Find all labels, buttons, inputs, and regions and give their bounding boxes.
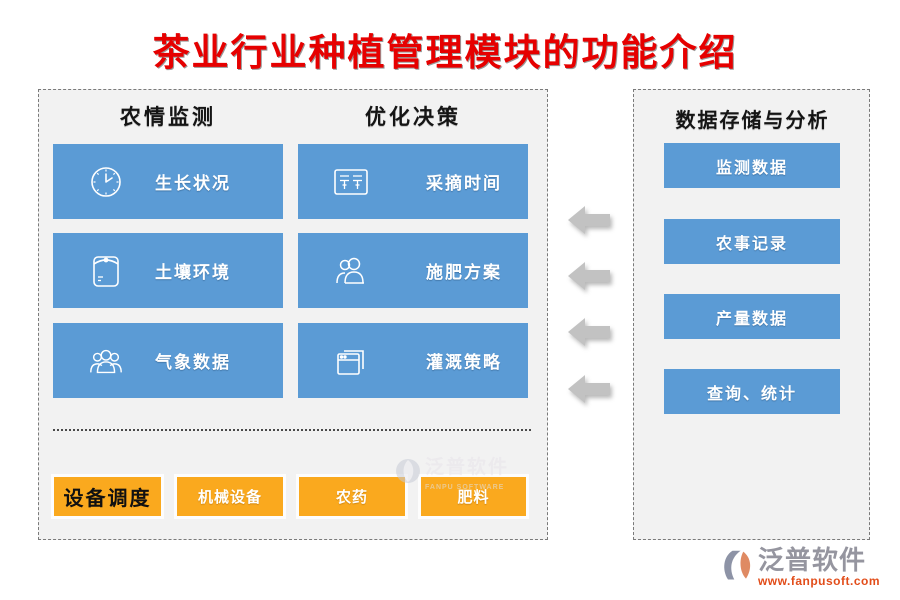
button-fertilizer[interactable]: 肥料 [418, 474, 529, 519]
button-farming-records[interactable]: 农事记录 [664, 219, 840, 264]
module-soil-environment[interactable]: 土壤环境 [53, 233, 283, 308]
button-query-statistics[interactable]: 查询、统计 [664, 369, 840, 414]
column-header-monitoring: 农情监测 [120, 105, 216, 129]
panel-header-data-storage: 数据存储与分析 [675, 110, 830, 132]
button-monitoring-data[interactable]: 监测数据 [664, 143, 840, 188]
module-label: 施肥方案 [426, 263, 502, 282]
left-arrow-icon [568, 318, 610, 346]
left-arrow-icon [568, 375, 610, 403]
button-machinery[interactable]: 机械设备 [174, 474, 286, 519]
left-arrow-icon [568, 262, 610, 290]
module-label: 采摘时间 [426, 174, 502, 193]
footer-brand-name: 泛普软件 www.fanpusoft.com [757, 546, 880, 589]
dotted-divider [53, 429, 531, 431]
data-storage-panel: 数据存储与分析 监测数据 农事记录 产量数据 查询、统计 [633, 89, 870, 540]
planting-management-panel: 农情监测 优化决策 生长状况 [38, 89, 548, 540]
fanpu-logo-icon [724, 550, 751, 580]
module-picking-time[interactable]: 采摘时间 [298, 144, 528, 219]
button-yield-data[interactable]: 产量数据 [664, 294, 840, 339]
module-irrigation-strategy[interactable]: 灌溉策略 [298, 323, 528, 398]
button-pesticide[interactable]: 农药 [296, 474, 408, 519]
soil-bag-icon [87, 252, 125, 290]
module-label: 土壤环境 [155, 263, 231, 282]
footer-brand: 泛普软件 www.fanpusoft.com [719, 548, 880, 588]
module-label: 气象数据 [155, 353, 231, 372]
module-label: 生长状况 [155, 174, 231, 193]
users-group-icon [87, 342, 125, 380]
left-arrow-icon [568, 206, 610, 234]
two-users-icon [332, 252, 370, 290]
button-equipment-scheduling[interactable]: 设备调度 [51, 474, 164, 519]
clock-icon [87, 163, 125, 201]
column-header-decision: 优化决策 [365, 105, 461, 129]
module-growth-status[interactable]: 生长状况 [53, 144, 283, 219]
module-label: 灌溉策略 [426, 353, 502, 372]
page-title: 茶业行业种植管理模块的功能介绍 [152, 33, 738, 74]
footer-url[interactable]: www.fanpusoft.com [757, 574, 880, 588]
schedule-board-icon [332, 163, 370, 201]
stacked-windows-icon [332, 342, 370, 380]
module-weather-data[interactable]: 气象数据 [53, 323, 283, 398]
module-fertilization-plan[interactable]: 施肥方案 [298, 233, 528, 308]
